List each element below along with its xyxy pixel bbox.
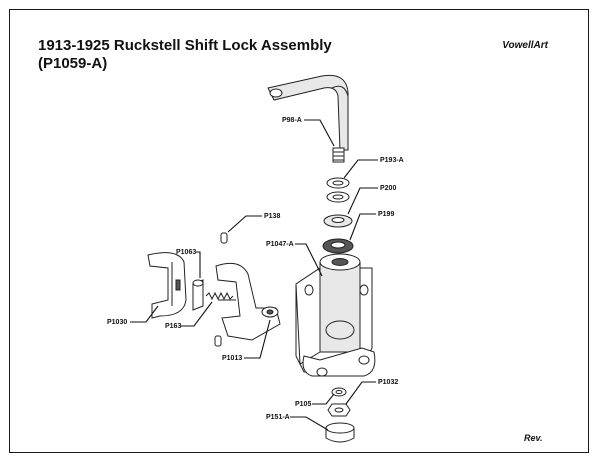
part-p199-seal bbox=[322, 238, 354, 254]
part-p98a-lever bbox=[267, 74, 349, 163]
label-p1030: P1030 bbox=[107, 319, 127, 326]
part-p200-washer bbox=[323, 214, 353, 228]
leader-p200 bbox=[347, 187, 378, 215]
leader-lines bbox=[130, 119, 378, 431]
part-p1032-nut bbox=[327, 403, 351, 417]
label-p151a: P151-A bbox=[266, 414, 290, 421]
part-labels: P98-A P193-A P200 P199 P1047-A P138 P106… bbox=[107, 117, 404, 421]
leader-p1013 bbox=[244, 319, 271, 359]
part-p105-washer bbox=[331, 387, 347, 397]
part-p151a-cap bbox=[325, 422, 355, 443]
label-p1032: P1032 bbox=[378, 379, 398, 386]
part-p1013-arm bbox=[214, 262, 281, 347]
revision-label: Rev. bbox=[524, 433, 543, 443]
page-border bbox=[9, 9, 589, 453]
leader-p1030 bbox=[130, 305, 159, 323]
label-p105: P105 bbox=[295, 401, 311, 408]
leader-p151a bbox=[290, 416, 329, 431]
title-line-2: (P1059-A) bbox=[38, 55, 108, 72]
part-p193a-washer bbox=[326, 177, 350, 203]
label-p193a: P193-A bbox=[380, 157, 404, 164]
label-p163: P163 bbox=[165, 323, 181, 330]
label-p1063: P1063 bbox=[176, 249, 196, 256]
leader-p1063 bbox=[196, 251, 201, 278]
label-p138: P138 bbox=[264, 213, 280, 220]
label-p200: P200 bbox=[380, 185, 396, 192]
diagram-title: 1913-1925 Ruckstell Shift Lock Assembly … bbox=[38, 37, 332, 73]
part-p163-spring bbox=[205, 291, 234, 301]
part-p1047a-housing bbox=[295, 253, 376, 377]
title-line-1: 1913-1925 Ruckstell Shift Lock Assembly bbox=[38, 37, 332, 54]
label-p1013: P1013 bbox=[222, 355, 242, 362]
label-p199: P199 bbox=[378, 211, 394, 218]
label-p98a: P98-A bbox=[282, 117, 302, 124]
part-p1063-lock-pin bbox=[192, 279, 204, 311]
brand-mark: VowellArt bbox=[502, 40, 548, 51]
leader-p1047a bbox=[295, 243, 323, 277]
leader-p163 bbox=[180, 301, 213, 327]
leader-p1032 bbox=[345, 381, 376, 405]
leader-p138 bbox=[227, 215, 262, 233]
part-p1030-fork bbox=[147, 252, 187, 319]
leader-p193a bbox=[343, 159, 378, 179]
leader-p105 bbox=[312, 393, 335, 405]
part-p138-pin bbox=[220, 232, 228, 244]
leader-p199 bbox=[349, 213, 376, 241]
leader-p98a bbox=[304, 119, 335, 147]
label-p1047a: P1047-A bbox=[266, 241, 294, 248]
